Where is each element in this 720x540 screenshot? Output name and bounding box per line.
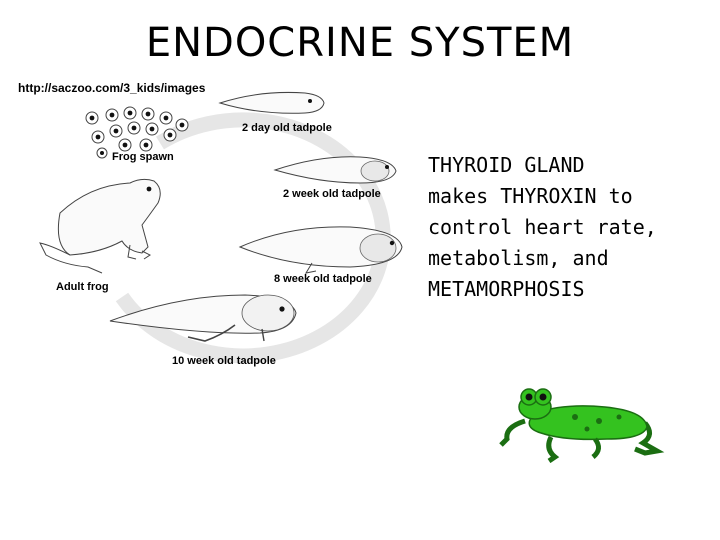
image-credit: http://saczoo.com/3_kids/images [18, 81, 206, 95]
caption-line: THYROID GLAND [428, 153, 585, 177]
label-adult-frog: Adult frog [56, 281, 109, 293]
caption-line: METAMORPHOSIS [428, 277, 585, 301]
caption-line: makes THYROXIN to [428, 184, 633, 208]
tadpole-8-week-illustration [238, 226, 403, 274]
label-2-day-tadpole: 2 day old tadpole [242, 122, 332, 134]
tadpole-10-week-illustration [109, 294, 297, 342]
label-10-week-tadpole: 10 week old tadpole [172, 355, 276, 367]
green-frog-clipart [499, 388, 665, 463]
caption-line: control heart rate, [428, 215, 657, 239]
tadpole-2-week-illustration [273, 156, 397, 184]
label-8-week-tadpole: 8 week old tadpole [274, 273, 372, 285]
slide-title: ENDOCRINE SYSTEM [145, 20, 575, 66]
tadpole-2-day-illustration [218, 91, 325, 114]
caption-line: metabolism, and [428, 246, 609, 270]
label-frog-spawn: Frog spawn [112, 151, 174, 163]
label-2-week-tadpole: 2 week old tadpole [283, 188, 381, 200]
frog-spawn-illustration [85, 106, 189, 159]
frog-life-cycle-diagram: Frog spawn 2 day old tadpole 2 week old … [39, 91, 403, 367]
adult-frog-illustration [39, 178, 161, 274]
thyroid-caption: THYROID GLAND makes THYROXIN to control … [428, 150, 713, 305]
